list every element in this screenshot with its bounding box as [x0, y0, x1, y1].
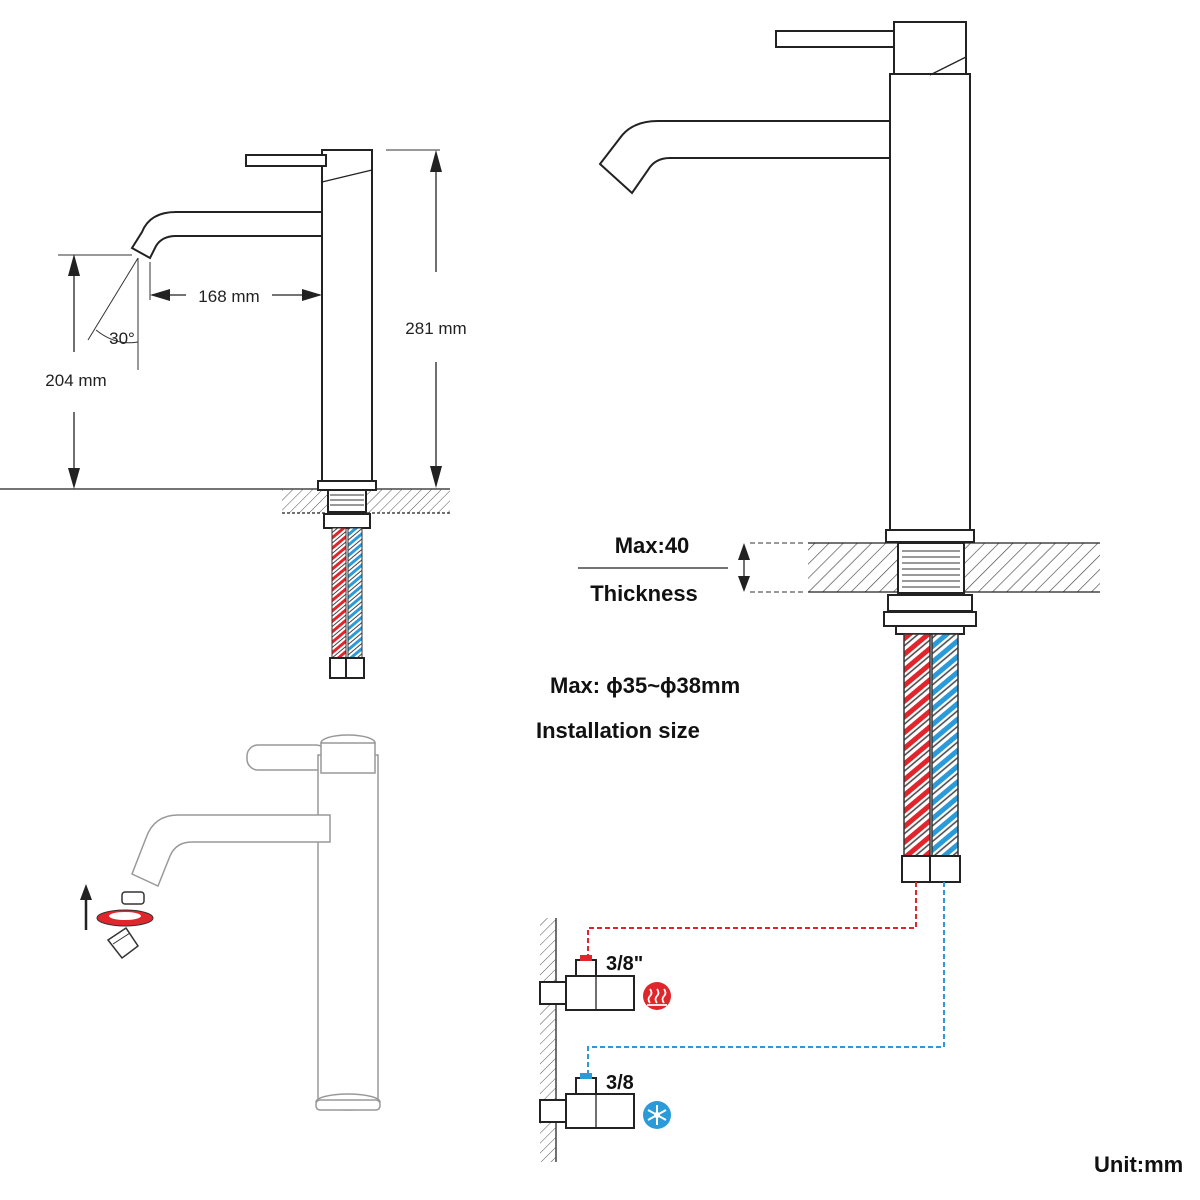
thickness-label: Thickness [590, 581, 698, 606]
cold-size-label: 3/8 [606, 1072, 634, 1094]
heat-icon [643, 982, 671, 1010]
hole-size-label: Max: ϕ35~ϕ38mm [550, 673, 740, 698]
reach-label: 168 mm [198, 287, 259, 306]
hot-angle-valve [539, 955, 635, 1011]
height-label: 281 mm [405, 319, 466, 338]
faucet-spout-outline [131, 814, 331, 888]
installation-drawing: Max:40 Thickness Max: ϕ35~ϕ38mm Installa… [536, 21, 1100, 1162]
hot-size-label: 3/8" [606, 953, 643, 975]
cold-hose [347, 527, 363, 659]
cold-angle-valve [539, 1073, 635, 1129]
hot-hose [331, 527, 347, 659]
faucet-handle-large [775, 30, 897, 48]
angle-label: 30° [109, 329, 135, 348]
dimension-drawing: 281 mm 168 mm 204 mm 30° [0, 149, 467, 679]
faucet-handle-outline [246, 744, 328, 771]
faucet-handle [245, 154, 327, 167]
faucet-spout [130, 211, 323, 260]
unit-label: Unit:mm [1094, 1152, 1183, 1177]
max-thickness-label: Max:40 [615, 533, 690, 558]
spout-height-label: 204 mm [45, 371, 106, 390]
faucet-body-large [889, 73, 971, 531]
aerator-view [80, 734, 381, 1111]
cold-hose-large [931, 633, 959, 857]
aerator-key [106, 926, 140, 960]
installation-size-label: Installation size [536, 718, 700, 743]
faucet-spout-large [598, 120, 891, 195]
hot-hose-large [903, 633, 931, 857]
cold-supply-line [587, 882, 945, 1080]
hot-supply-line [587, 882, 917, 962]
faucet-body-outline [317, 754, 379, 1101]
snowflake-icon [643, 1101, 671, 1129]
faucet-body [321, 149, 373, 483]
